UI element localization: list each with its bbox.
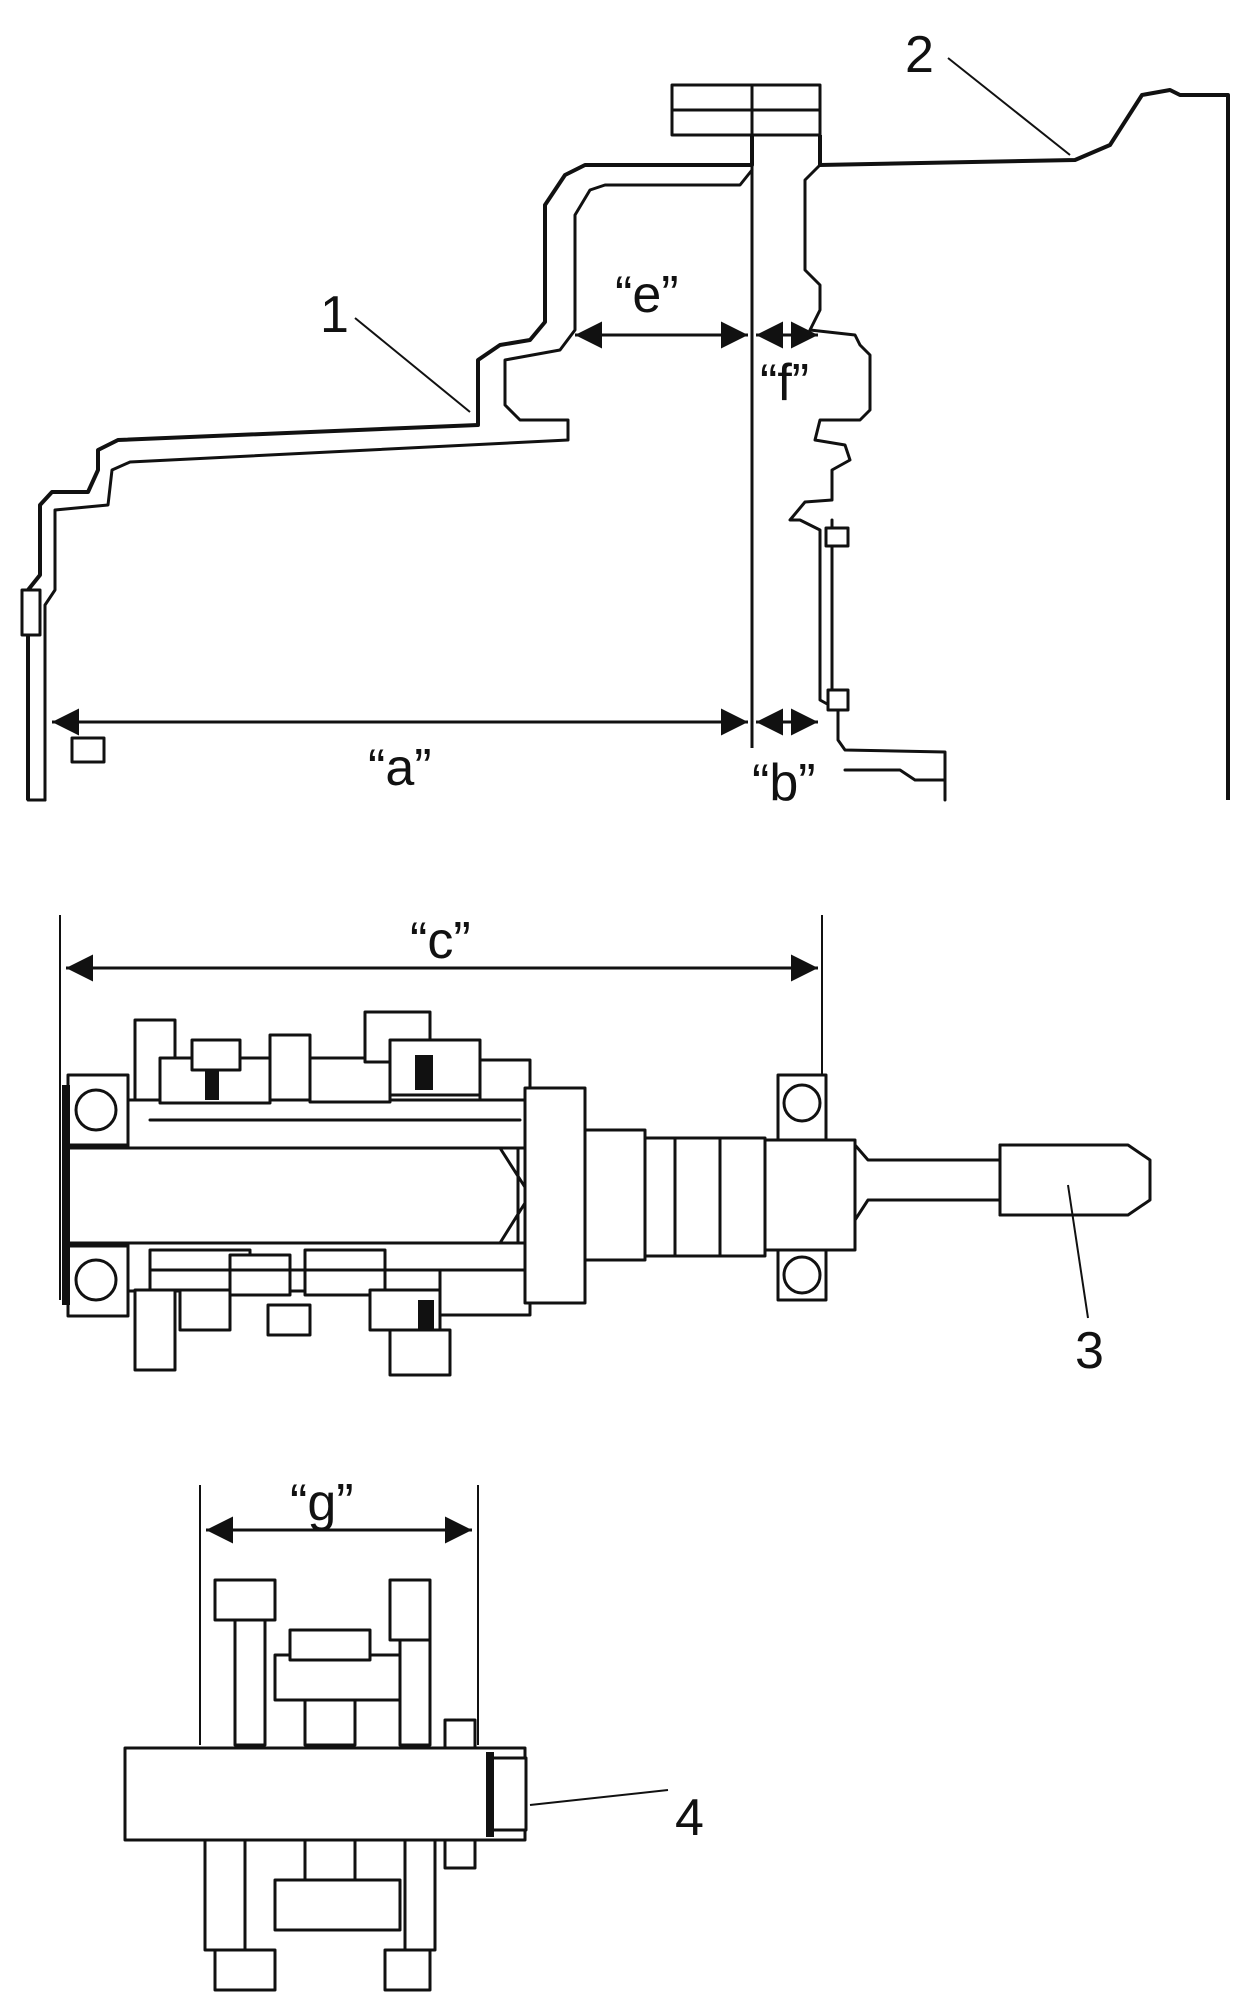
countershaft-gears-lower: [203, 1838, 477, 1992]
dim-c-label: “c”: [410, 912, 471, 970]
output-shaft-body: [643, 1136, 767, 1258]
dim-g-label: “g”: [290, 1474, 354, 1532]
shaft-assembly-view: “c”: [59, 912, 1152, 1380]
dim-b-label: “b”: [752, 754, 816, 812]
callout-3: 3: [1075, 1322, 1104, 1380]
callout-2: 2: [905, 26, 934, 84]
callout-4: 4: [675, 1789, 704, 1847]
shaft-housing-flange: [523, 1086, 587, 1305]
case-2-outline: [818, 88, 1230, 800]
case-1-inner: [43, 168, 754, 802]
countershaft-gears-upper: [213, 1578, 477, 1750]
case-2-inner: [788, 163, 947, 802]
leader-4: [529, 1789, 669, 1806]
dim-a-label: “a”: [368, 739, 432, 797]
case-1-outline: [26, 100, 754, 800]
output-shaft-tail: [853, 1143, 1152, 1222]
case-1-lug: [70, 736, 106, 764]
leader-3: [1067, 1184, 1089, 1319]
bearing-upper-left: [66, 1073, 130, 1147]
leader-1: [354, 317, 471, 413]
countershaft-view: “g” 4: [123, 1474, 704, 1992]
callout-1: 1: [320, 286, 349, 344]
countershaft: [123, 1746, 527, 1842]
case-1-flange: [20, 588, 42, 637]
case-2-lug-lower: [826, 688, 850, 712]
dim-e-label: “e”: [615, 266, 679, 324]
dim-f-label: “f”: [760, 354, 809, 412]
case-2-lug-upper: [824, 526, 850, 548]
gear-train-upper: [126, 1010, 532, 1150]
main-shaft: [66, 1146, 520, 1245]
case-section-view: “e” “f” “a” “b” 1 2: [20, 26, 1230, 812]
gear-train-lower: [126, 1241, 532, 1377]
shaft-collar: [583, 1128, 647, 1262]
leader-2: [947, 57, 1071, 156]
